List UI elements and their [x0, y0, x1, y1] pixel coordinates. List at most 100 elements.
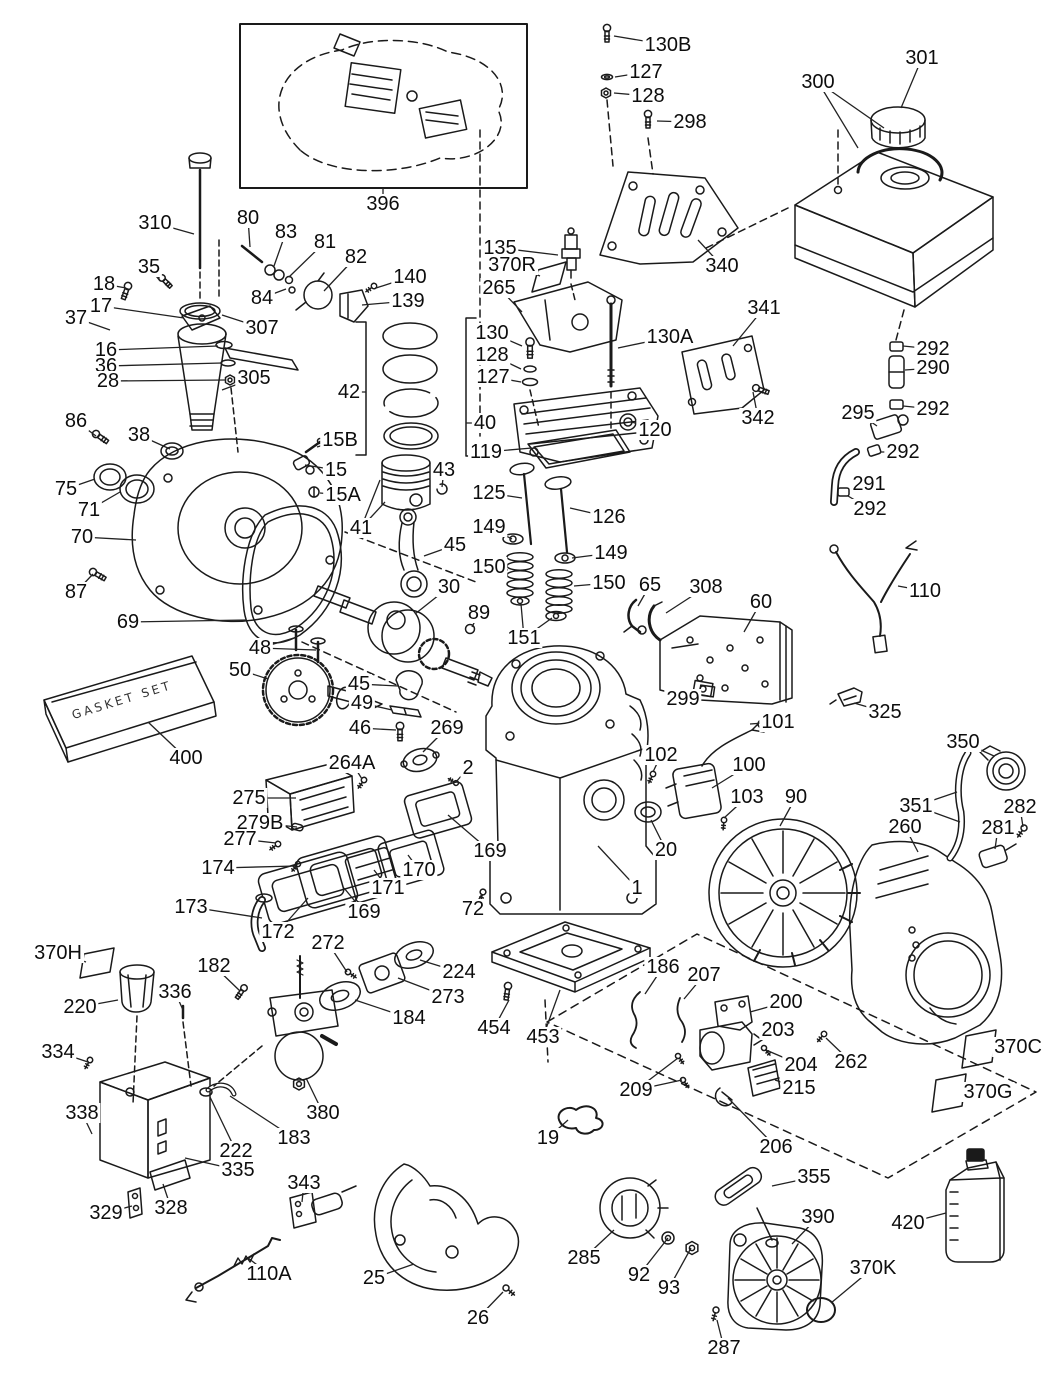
starter-backplate-25	[374, 1164, 518, 1299]
part-label-72: 72	[459, 898, 487, 920]
part-label-183: 183	[275, 1127, 313, 1149]
recoil-starter	[728, 1223, 822, 1330]
part-label-38: 38	[125, 424, 153, 446]
part-label-173: 173	[172, 896, 210, 918]
part-label-277: 277	[221, 828, 259, 850]
part-label-103: 103	[728, 786, 766, 808]
part-label-127: 127	[627, 61, 665, 83]
crankcase-cover	[87, 428, 476, 712]
fuel-tank	[702, 130, 993, 340]
part-label-290: 290	[914, 357, 952, 379]
part-label-370H: 370H	[32, 942, 84, 964]
part-label-342: 342	[739, 407, 777, 429]
governor-wires	[631, 992, 685, 1048]
part-label-215: 215	[780, 1077, 818, 1099]
wiring-harness-396	[240, 24, 527, 188]
part-label-380: 380	[304, 1102, 342, 1124]
part-label-335: 335	[219, 1159, 257, 1181]
part-label-41: 41	[347, 517, 375, 539]
part-label-222: 222	[217, 1140, 255, 1162]
part-label-110: 110	[907, 580, 943, 602]
part-label-265: 265	[480, 277, 518, 299]
part-label-19: 19	[534, 1127, 562, 1149]
part-label-301: 301	[903, 47, 941, 69]
part-label-43: 43	[430, 459, 458, 481]
part-label-292: 292	[884, 441, 922, 463]
part-label-70: 70	[68, 526, 96, 548]
part-label-186: 186	[644, 956, 682, 978]
gasket-set-book	[44, 656, 216, 762]
part-label-287: 287	[705, 1337, 743, 1359]
part-label-30: 30	[435, 576, 463, 598]
part-label-150: 150	[470, 556, 508, 578]
flywheel	[709, 819, 860, 967]
bracket-60	[624, 600, 792, 704]
part-label-370G: 370G	[961, 1081, 1015, 1103]
part-label-279B: 279B	[234, 812, 286, 834]
part-label-370C: 370C	[992, 1036, 1044, 1058]
part-label-65: 65	[636, 574, 664, 596]
part-label-292: 292	[914, 338, 952, 360]
part-label-127: 127	[474, 366, 512, 388]
part-label-15A: 15A	[323, 484, 363, 506]
part-label-135: 135	[481, 237, 519, 259]
part-label-87: 87	[62, 581, 90, 603]
dipstick	[189, 153, 219, 300]
part-label-281: 281	[979, 817, 1017, 839]
fuel-line-assembly	[834, 342, 908, 502]
part-label-89: 89	[465, 602, 493, 624]
part-label-150: 150	[590, 572, 628, 594]
part-label-28: 28	[94, 370, 122, 392]
part-label-75: 75	[52, 478, 80, 500]
part-label-334: 334	[39, 1041, 77, 1063]
piston	[382, 455, 449, 510]
clip-325	[830, 688, 862, 706]
connecting-rod	[390, 509, 427, 742]
decal-370G	[932, 1074, 966, 1112]
part-label-390: 390	[799, 1206, 837, 1228]
part-label-370R: 370R	[486, 254, 538, 276]
part-label-343: 343	[285, 1172, 323, 1194]
valve-train	[503, 462, 575, 621]
part-label-119: 119	[468, 441, 504, 463]
part-label-102: 102	[642, 744, 680, 766]
part-label-18: 18	[90, 273, 118, 295]
governor-cluster	[119, 246, 379, 452]
head-bolts	[523, 296, 616, 428]
part-label-82: 82	[342, 246, 370, 268]
bracket-341	[682, 336, 771, 414]
part-label-149: 149	[592, 542, 630, 564]
part-label-149: 149	[470, 516, 508, 538]
part-label-71: 71	[75, 499, 103, 521]
part-label-224: 224	[440, 961, 478, 983]
part-label-80: 80	[234, 207, 262, 229]
part-label-130A: 130A	[644, 326, 696, 348]
tank-bracket-fasteners	[600, 23, 654, 174]
part-label-130: 130	[473, 322, 511, 344]
part-label-169: 169	[471, 840, 509, 862]
part-label-203: 203	[759, 1019, 797, 1041]
part-label-454: 454	[475, 1017, 513, 1039]
part-label-50: 50	[226, 659, 254, 681]
part-label-275: 275	[230, 787, 268, 809]
part-label-341: 341	[745, 297, 783, 319]
part-label-45: 45	[441, 534, 469, 556]
part-label-101: 101	[759, 711, 797, 733]
part-label-351: 351	[897, 795, 935, 817]
part-label-128: 128	[629, 85, 667, 107]
part-label-340: 340	[703, 255, 741, 277]
part-label-291: 291	[850, 473, 888, 495]
starter-cup-285	[600, 1178, 699, 1256]
part-label-207: 207	[685, 964, 723, 986]
part-label-37: 37	[62, 307, 90, 329]
part-label-93: 93	[655, 1277, 683, 1299]
fuel-cap	[871, 107, 925, 148]
part-label-25: 25	[360, 1267, 388, 1289]
oil-fill-tube	[178, 303, 226, 430]
part-label-35: 35	[135, 256, 163, 278]
leader-lines	[58, 36, 1023, 1348]
part-label-125: 125	[470, 482, 508, 504]
part-label-329: 329	[87, 1202, 125, 1224]
part-label-400: 400	[167, 747, 205, 769]
